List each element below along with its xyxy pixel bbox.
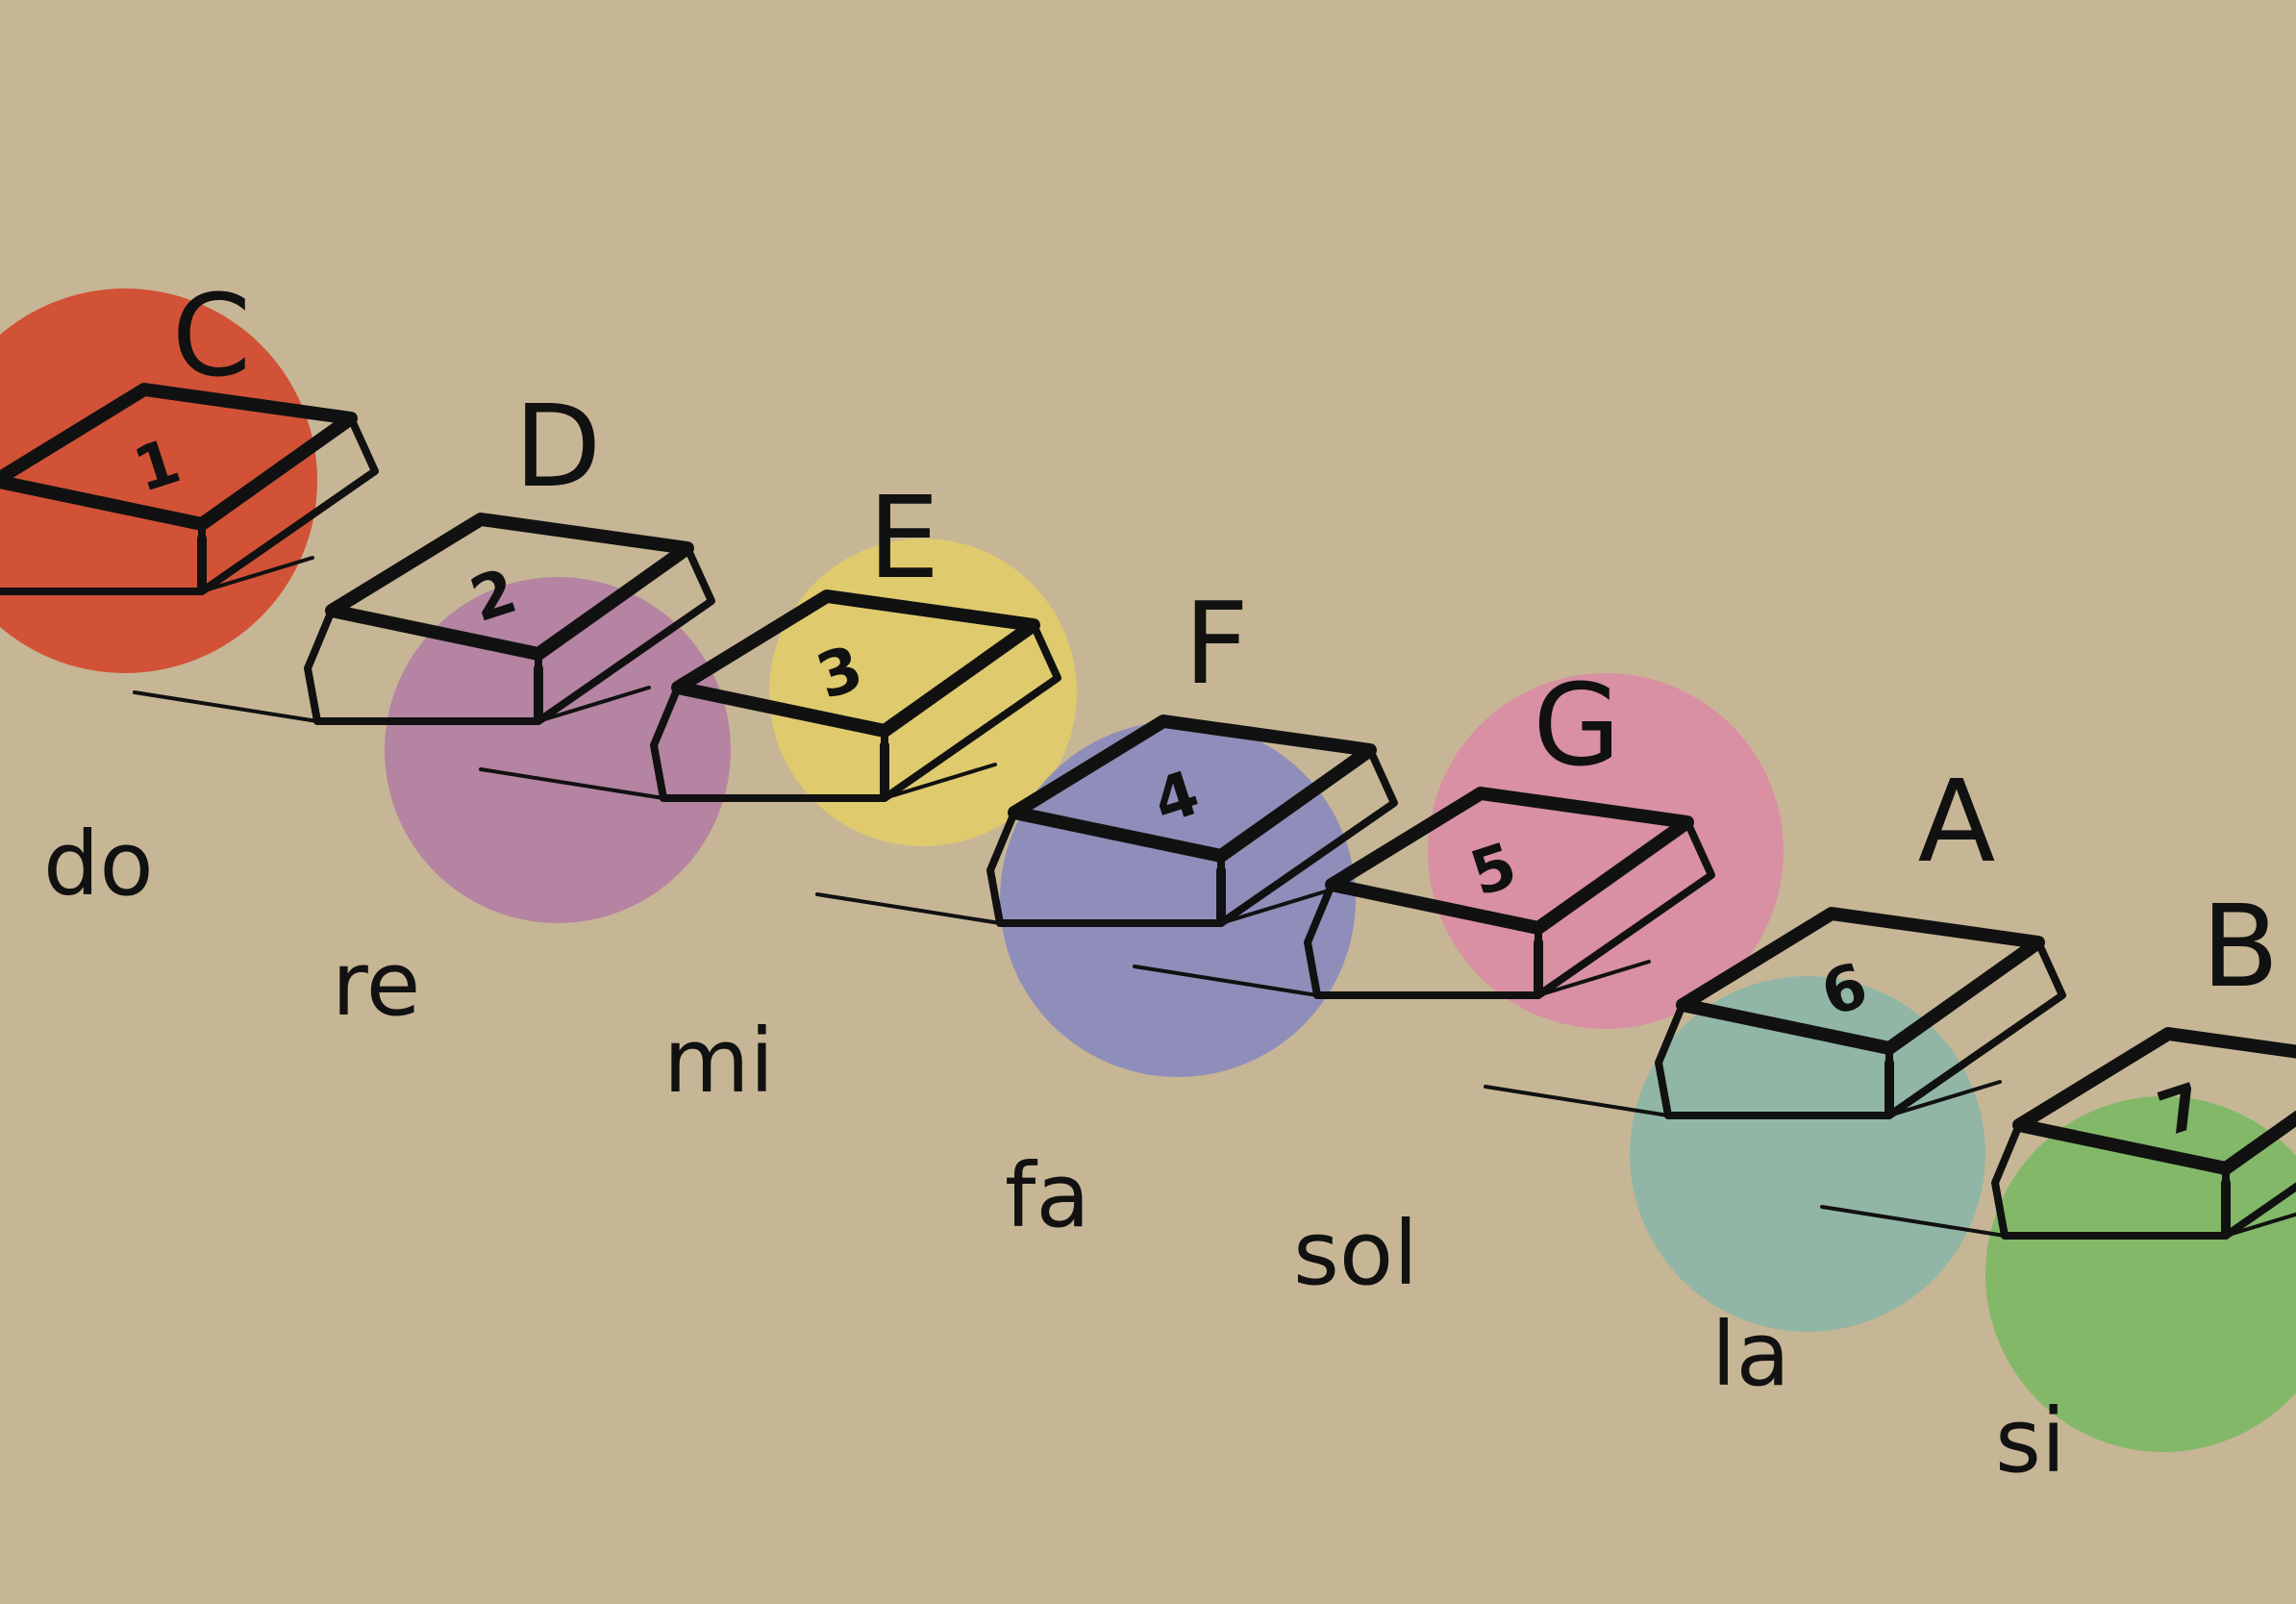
- do-note-letter: C: [172, 269, 251, 402]
- do-keycap: 1: [0, 383, 379, 595]
- mi-solfege-label: mi: [663, 1010, 774, 1113]
- fa-keycap: 4: [815, 714, 1398, 927]
- si-note-letter: B: [2202, 880, 2280, 1013]
- sol-note-letter: G: [1533, 659, 1620, 791]
- re-note-letter: D: [514, 380, 602, 513]
- re-solfege-label: re: [332, 933, 420, 1036]
- si-color-circle: [1985, 1096, 2296, 1452]
- la-solfege-label: la: [1711, 1303, 1790, 1406]
- fa-solfege-label: fa: [1005, 1144, 1090, 1247]
- sol-keycap: 5: [1133, 787, 1715, 999]
- sol-solfege-label: sol: [1293, 1202, 1418, 1305]
- re-color-circle: [385, 577, 731, 923]
- color-circles-layer: [0, 288, 2296, 1452]
- mi-note-letter: E: [868, 471, 940, 604]
- sol-color-circle: [1428, 673, 1784, 1029]
- mi-keycap: 3: [479, 589, 1061, 802]
- la-note-letter: A: [1918, 755, 1996, 888]
- la-color-circle: [1630, 976, 1985, 1332]
- do-color-circle: [0, 288, 317, 673]
- si-solfege-label: si: [1995, 1390, 2066, 1492]
- si-keycap-top: [2012, 1027, 2296, 1175]
- fa-note-letter: F: [1184, 577, 1249, 710]
- do-solfege-label: do: [43, 813, 154, 915]
- re-keycap: 2: [133, 513, 715, 725]
